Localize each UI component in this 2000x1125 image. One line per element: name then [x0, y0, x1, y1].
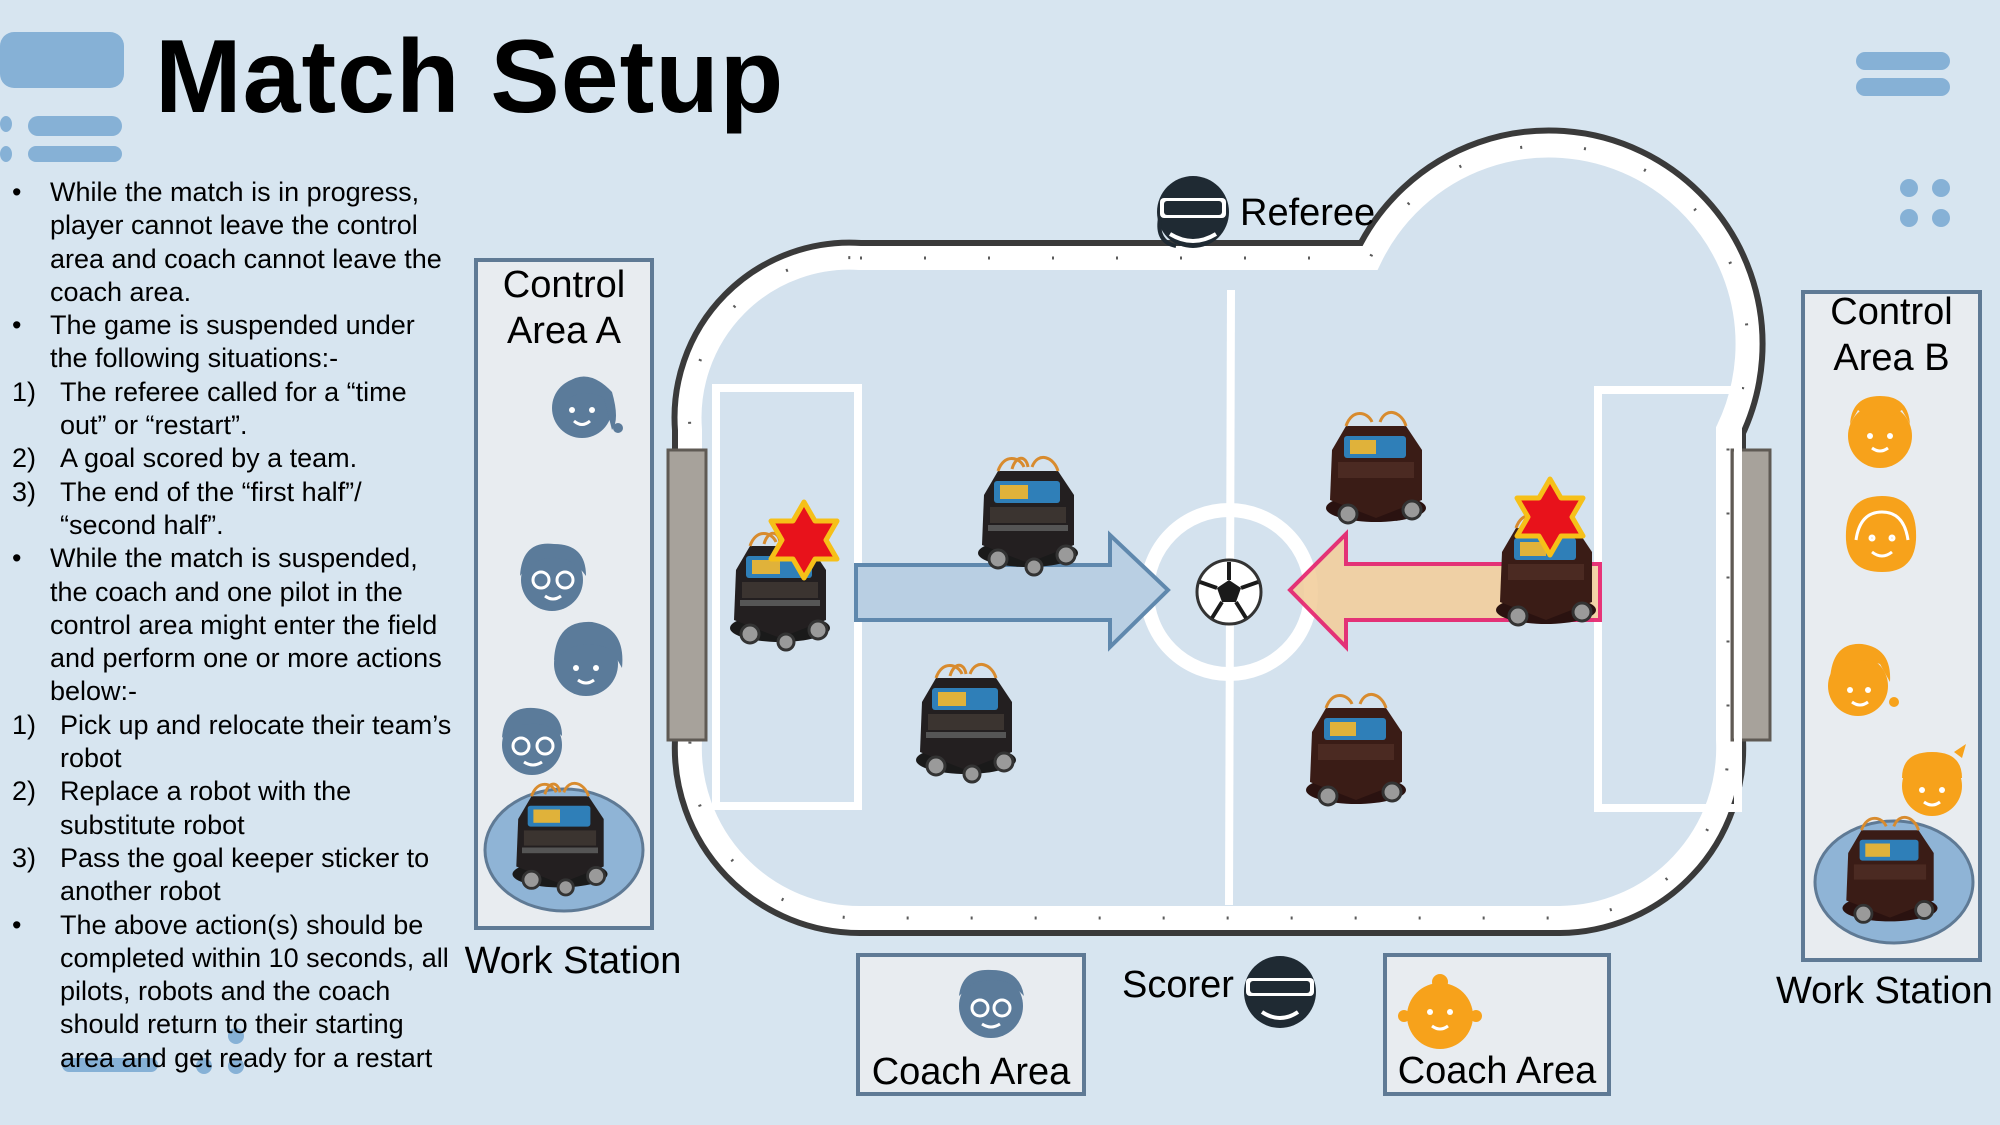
work-station-b-label: Work Station	[1776, 970, 1993, 1012]
page-title: Match Setup	[155, 19, 785, 135]
coach-elderly-man-icon	[959, 969, 1024, 1038]
referee-icon	[1157, 176, 1229, 248]
decor-bar	[0, 32, 124, 88]
rule-text: The referee called for a “time out” or “…	[60, 376, 407, 441]
rule-item: • While the match is suspended, the coach…	[12, 542, 457, 708]
work-station-a-label: Work Station	[464, 940, 682, 982]
coach-area-a-panel	[856, 953, 1086, 1096]
rule-item: 1) The referee called for a “time out” or…	[12, 376, 457, 443]
rule-item: • While the match is in progress, player …	[12, 176, 457, 309]
label-line: Control	[502, 264, 626, 306]
pilot-woman-icon	[1845, 496, 1917, 572]
rule-item: • The above action(s) should be completed…	[12, 909, 457, 1075]
decor-dot	[228, 1028, 244, 1044]
rule-text: Replace a robot with the substitute robo…	[60, 776, 352, 840]
rule-text: While the match is in progress, player c…	[50, 177, 442, 307]
soccer-ball-icon	[1195, 558, 1263, 626]
goal-a	[666, 448, 708, 742]
rule-marker: •	[12, 909, 22, 940]
rule-text: Pass the goal keeper sticker to another …	[60, 842, 430, 907]
rule-text: The above action(s) should be completed …	[60, 909, 449, 1073]
rule-item: • The game is suspended under the followi…	[12, 309, 457, 376]
rule-marker: 1)	[12, 376, 37, 407]
decor-dot	[0, 146, 12, 162]
pilot-man-icon	[1848, 396, 1912, 468]
decor-dot	[1900, 179, 1918, 197]
decor-dot	[196, 1058, 212, 1074]
rule-text: Pick up and relocate their team’s robot	[60, 709, 452, 774]
referee-label: Referee	[1240, 192, 1376, 234]
decor-bar	[1856, 52, 1950, 70]
rule-marker: 2)	[12, 776, 37, 807]
pilot-woman-icon	[554, 621, 623, 696]
label-line: Control	[1830, 291, 1953, 333]
rule-marker: 3)	[12, 476, 37, 507]
control-area-b-label: Control Area B	[1805, 289, 1978, 381]
decor-dot	[0, 116, 12, 132]
pilot-man-glasses-icon	[520, 543, 586, 611]
decor-dot	[1900, 209, 1918, 227]
rule-marker: 2)	[12, 443, 37, 474]
rule-item: 3) The end of the “first half”/ “second h…	[12, 476, 457, 543]
pilot-woman-icon	[1828, 643, 1899, 716]
arrow-team-a	[854, 530, 1171, 652]
coach-baby-icon	[1398, 974, 1482, 1049]
rule-marker: 1)	[12, 709, 37, 740]
decor-bar	[1856, 78, 1950, 96]
label-line: Area B	[1833, 337, 1950, 379]
rule-text: While the match is suspended, the coach …	[50, 543, 442, 707]
scorer-label: Scorer	[1122, 964, 1234, 1006]
coach-area-b-label: Coach Area	[1397, 1050, 1597, 1092]
rule-text: A goal scored by a team.	[60, 443, 358, 474]
decor-dot	[1932, 209, 1950, 227]
scorer-icon	[1244, 956, 1316, 1028]
coach-man-glasses-icon	[502, 707, 562, 775]
rule-marker: •	[12, 310, 22, 341]
rule-item: 1) Pick up and relocate their team’s robo…	[12, 709, 457, 776]
rule-item: 2) A goal scored by a team.	[12, 442, 457, 475]
decor-dot	[228, 1058, 244, 1074]
label-line: Area A	[506, 310, 622, 352]
rules-list: • While the match is in progress, player …	[12, 176, 457, 1075]
rule-text: The game is suspended under the followin…	[50, 310, 415, 374]
coach-area-a-label: Coach Area	[871, 1051, 1071, 1093]
rule-marker: •	[12, 543, 22, 574]
decor-bar	[28, 146, 122, 162]
pilot-woman-icon	[552, 376, 623, 438]
rule-item: 3) Pass the goal keeper sticker to anothe…	[12, 842, 457, 909]
rule-marker: •	[12, 177, 22, 207]
control-area-a-label: Control Area A	[478, 262, 650, 354]
decor-dot	[1932, 179, 1950, 197]
decor-bar	[62, 1058, 158, 1072]
coach-man-icon	[1902, 744, 1966, 816]
rule-text: The end of the “first half”/ “second hal…	[60, 476, 362, 540]
rule-item: 2) Replace a robot with the substitute ro…	[12, 775, 457, 842]
decor-bar	[28, 116, 122, 136]
rule-marker: 3)	[12, 842, 37, 873]
